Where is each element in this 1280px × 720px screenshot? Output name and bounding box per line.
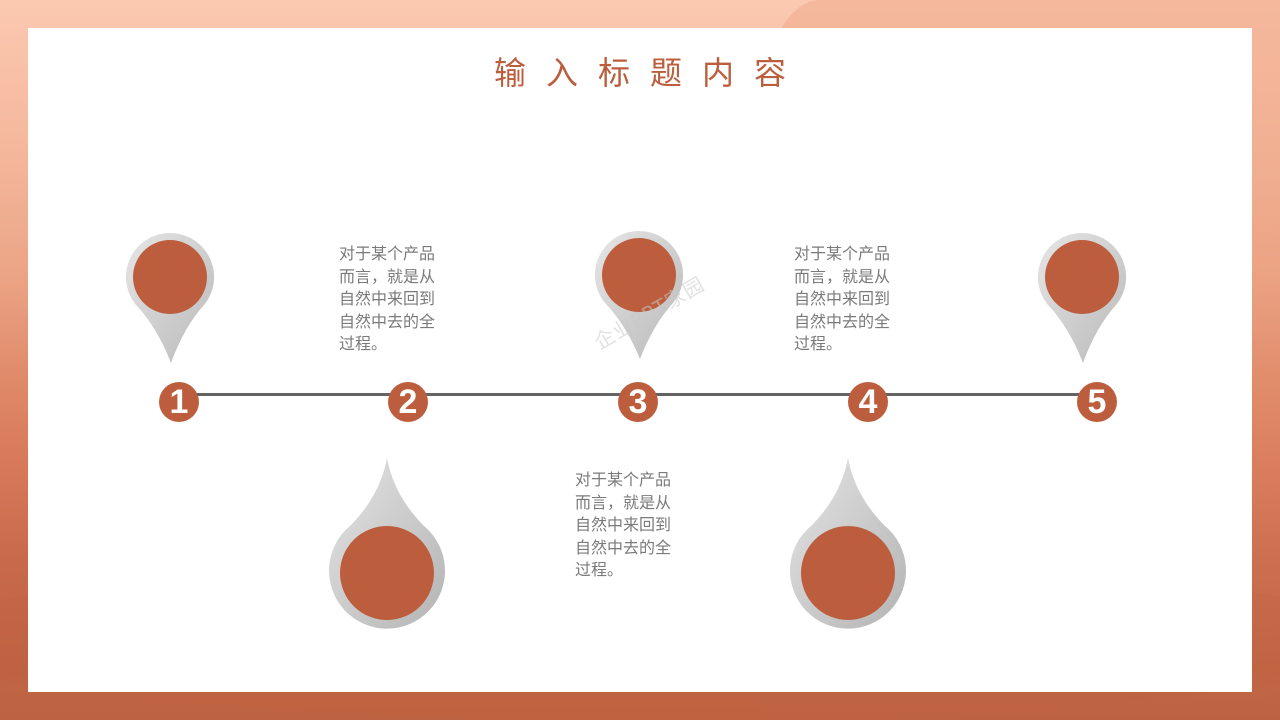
step-number-2: 2 [388,382,428,422]
slide-title: 输入标题内容 [493,54,806,92]
map-pin-icon-step-1 [124,231,216,365]
step-number-3: 3 [618,382,658,422]
step-number-5: 5 [1077,382,1117,422]
step-4-description: 对于某个产品而言，就是从自然中来回到自然中去的全过程。 [794,244,891,353]
step-number-4: 4 [848,382,888,422]
step-2-description: 对于某个产品而言，就是从自然中来回到自然中去的全过程。 [339,244,436,353]
step-3-description: 对于某个产品而言，就是从自然中来回到自然中去的全过程。 [575,470,672,579]
map-pin-icon-step-5 [1036,231,1128,365]
drop-pin-icon-step-2 [328,456,446,632]
content-panel [28,28,1252,692]
map-pin-icon-step-3 [593,229,685,363]
step-number-1: 1 [159,382,199,422]
drop-pin-icon-step-4 [789,456,907,632]
